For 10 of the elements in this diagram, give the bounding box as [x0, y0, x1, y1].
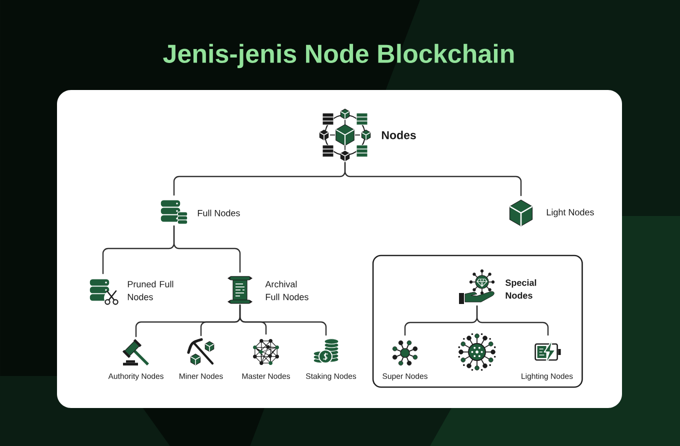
node-label: Light Nodes — [546, 208, 594, 218]
connector-line — [173, 225, 241, 273]
title: Jenis-jenis Node Blockchain — [163, 44, 514, 68]
node-label: Full Nodes — [198, 210, 240, 216]
node-label: Nodes — [382, 130, 416, 140]
node-label: Pruned Full Nodes — [128, 280, 174, 300]
starburst-icon — [456, 331, 498, 372]
node-label: Special Nodes — [505, 279, 536, 299]
node-label: Archival Full Nodes — [265, 280, 308, 300]
connector-line — [344, 162, 522, 196]
